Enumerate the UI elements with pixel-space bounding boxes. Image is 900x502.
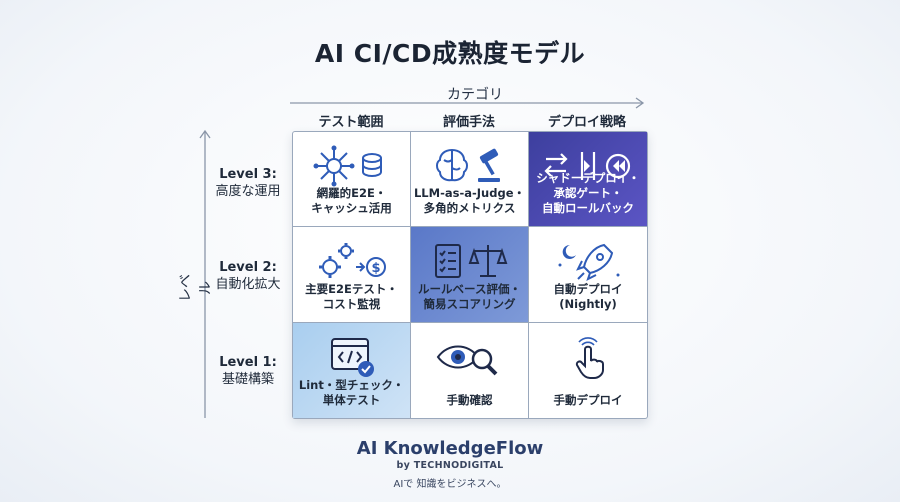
brand-tagline: AIで 知識をビジネスへ。 — [393, 479, 507, 490]
cell-level3-deploy-strategy: シャドーデプロイ・承認ゲート・自動ロールバック — [529, 132, 647, 228]
svg-text:$: $ — [371, 261, 380, 276]
row-name: 高度な運用 — [215, 184, 281, 199]
cell-text: 手動確認 — [446, 393, 493, 407]
cell-level1-deploy-strategy: 手動デプロイ — [529, 323, 647, 418]
column-header-test-scope: テスト範囲 — [318, 115, 384, 130]
row-header-level-3: Level 3: 高度な運用 — [205, 166, 291, 200]
swap-gate-rewind-icon — [529, 144, 647, 188]
row-level: Level 1: — [219, 355, 277, 370]
row-header-level-2: Level 2: 自動化拡大 — [205, 259, 291, 293]
cell-level1-eval-method: 手動確認 — [411, 322, 529, 418]
category-axis-label: カテゴリ — [447, 87, 503, 103]
column-header-deploy-strategy: デプロイ戦略 — [547, 115, 626, 130]
cell-level2-test-scope: $ 主要E2Eテスト・コスト監視 — [293, 227, 411, 323]
brain-gavel-icon — [411, 144, 528, 188]
column-header-eval-method: 評価手法 — [442, 115, 495, 130]
code-check-icon — [293, 335, 410, 379]
row-level: Level 2: — [219, 260, 277, 275]
cell-text: シャドーデプロイ・承認ゲート・自動ロールバック — [536, 171, 640, 216]
page-title: AI CI/CD成熟度モデル — [314, 39, 586, 68]
rocket-moon-icon — [529, 239, 647, 283]
maturity-grid: 網羅的E2E・キャッシュ活用 LLM-as-a-Judge・多角的メトリクス — [292, 131, 648, 419]
row-level: Level 3: — [219, 167, 277, 182]
cell-level1-test-scope: Lint・型チェック・単体テスト — [293, 322, 411, 418]
cell-level2-eval-method: ルールベース評価・簡易スコアリング — [411, 227, 529, 323]
eye-magnifier-icon — [411, 335, 528, 379]
cell-text: 自動デプロイ(Nightly) — [553, 281, 623, 311]
network-refresh-icon — [293, 144, 410, 188]
cell-text: 手動デプロイ — [553, 393, 623, 407]
row-header-level-1: Level 1: 基礎構築 — [205, 354, 291, 388]
cell-text: 主要E2Eテスト・コスト監視 — [305, 281, 398, 311]
checklist-scale-icon — [411, 239, 528, 283]
cell-text: LLM-as-a-Judge・多角的メトリクス — [413, 186, 525, 216]
row-name: 基礎構築 — [221, 372, 274, 387]
cell-level3-test-scope: 網羅的E2E・キャッシュ活用 — [293, 132, 411, 228]
cell-level3-eval-method: LLM-as-a-Judge・多角的メトリクス — [411, 132, 529, 228]
cell-level2-deploy-strategy: 自動デプロイ(Nightly) — [529, 227, 647, 323]
category-axis-arrow — [290, 97, 645, 109]
level-axis-arrow — [199, 129, 211, 418]
pointer-hand-icon — [529, 335, 647, 379]
cell-text: 網羅的E2E・キャッシュ活用 — [311, 186, 392, 216]
cell-text: Lint・型チェック・単体テスト — [298, 378, 405, 407]
brand-logo-text: AI KnowledgeFlow — [356, 438, 544, 459]
cell-text: ルールベース評価・簡易スコアリング — [418, 281, 521, 311]
gears-dollar-icon: $ — [293, 239, 410, 283]
row-name: 自動化拡大 — [215, 277, 281, 292]
brand-sub: by TECHNODIGITAL — [396, 460, 504, 471]
